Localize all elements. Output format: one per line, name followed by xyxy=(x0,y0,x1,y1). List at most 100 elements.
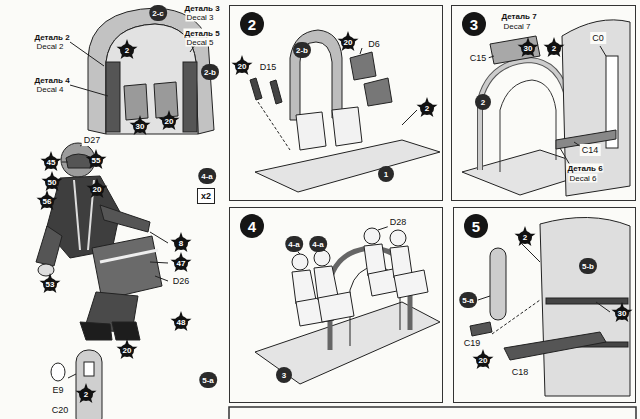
paint-star: 48 xyxy=(170,311,192,333)
drawing-part xyxy=(402,110,417,125)
drawing-part xyxy=(150,262,168,263)
decal-label: Деталь 2 xyxy=(33,33,70,42)
decal-label: Деталь 3 xyxy=(183,4,220,13)
part-number: 5-a xyxy=(459,292,477,308)
paint-star: 2 xyxy=(543,37,565,59)
decal-label: Деталь 7 xyxy=(500,12,537,21)
drawing-part xyxy=(51,363,65,381)
part-label: D15 xyxy=(258,61,279,73)
drawing-part xyxy=(70,42,104,66)
drawing-part xyxy=(112,322,140,340)
drawing-part xyxy=(258,102,290,150)
drawing-part xyxy=(364,78,392,106)
step-number: 2 xyxy=(240,12,264,36)
decal-label: Decal 2 xyxy=(35,42,64,51)
drawing-group xyxy=(292,228,428,326)
drawing-part xyxy=(470,322,492,336)
drawing-part xyxy=(92,236,162,300)
drawing-part xyxy=(390,230,406,246)
drawing-part xyxy=(106,24,198,134)
paint-star: 20 xyxy=(86,178,108,200)
decal-label: Decal 4 xyxy=(35,85,64,94)
drawing-part xyxy=(100,205,150,232)
decal-label: Decal 6 xyxy=(568,174,597,183)
drawing-part xyxy=(314,250,330,266)
drawing-part xyxy=(500,80,556,172)
decal-label: Decal 3 xyxy=(185,13,214,22)
drawing-part xyxy=(84,362,94,376)
step-panel: 5 xyxy=(453,207,636,403)
step-number: 4 xyxy=(240,214,264,238)
drawing-part xyxy=(229,407,636,419)
drawing-part xyxy=(504,332,606,360)
paint-star: 2 xyxy=(416,97,438,119)
part-label: C18 xyxy=(510,366,531,378)
paint-star: 20 xyxy=(231,55,253,77)
drawing-part xyxy=(155,276,168,281)
drawing-part xyxy=(80,322,112,340)
part-number: 4-a xyxy=(285,236,303,252)
part-number: 1 xyxy=(378,166,394,182)
part-label: C20 xyxy=(50,404,71,416)
part-number: 4-a xyxy=(309,236,327,252)
drawing-group xyxy=(36,8,636,419)
drawing-part xyxy=(332,107,362,146)
drawing-part xyxy=(68,374,76,378)
part-label: D6 xyxy=(366,38,382,50)
part-label: C0 xyxy=(590,32,606,44)
drawing-part xyxy=(394,270,428,298)
drawing-part xyxy=(562,20,630,196)
decal-label: Деталь 4 xyxy=(33,76,70,85)
quantity-box: x2 xyxy=(197,188,215,204)
drawing-part xyxy=(480,60,568,170)
paint-star: 2 xyxy=(75,383,97,405)
drawing-part xyxy=(150,232,168,243)
drawing-part xyxy=(490,248,506,320)
drawing-part xyxy=(76,350,102,419)
step-number: 5 xyxy=(464,214,488,238)
drawing-part xyxy=(296,112,326,150)
drawing-part xyxy=(290,30,342,120)
paint-star: 30 xyxy=(129,115,151,137)
paint-star: 56 xyxy=(36,190,58,212)
drawing-part xyxy=(183,62,197,132)
drawing-part xyxy=(560,148,570,165)
part-number: 2-c xyxy=(149,5,167,21)
part-number: 2-b xyxy=(293,42,311,58)
drawing-part xyxy=(100,250,158,262)
decal-label: Деталь 6 xyxy=(566,164,603,173)
drawing-part xyxy=(480,60,568,170)
part-label: C15 xyxy=(468,52,489,64)
drawing-part xyxy=(292,254,308,270)
part-label: E9 xyxy=(50,384,65,396)
decal-label: Decal 5 xyxy=(185,38,214,47)
drawing-part xyxy=(478,296,490,300)
drawing-part xyxy=(488,56,494,58)
part-number: 5-a xyxy=(199,372,217,388)
paint-star: 45 xyxy=(40,151,62,173)
part-label: C14 xyxy=(580,144,601,156)
paint-star: 20 xyxy=(472,349,494,371)
part-number: 2 xyxy=(475,94,491,110)
step-panel: 2 xyxy=(229,5,443,201)
drawing-part xyxy=(298,252,300,254)
decal-label: Decal 7 xyxy=(502,22,531,31)
drawing-part xyxy=(36,226,62,266)
paint-star: 53 xyxy=(39,273,61,295)
drawing-part xyxy=(88,8,214,134)
part-number: 4-a xyxy=(198,168,216,184)
drawing-part xyxy=(255,140,440,192)
drawing-part xyxy=(350,52,376,80)
drawing-part xyxy=(360,48,362,54)
paint-star: 20 xyxy=(158,110,180,132)
part-label: D28 xyxy=(388,216,409,228)
drawing-part xyxy=(250,78,262,100)
step-panel: 4 xyxy=(229,207,443,403)
drawing-part xyxy=(270,80,282,104)
drawing-part xyxy=(62,162,68,163)
paint-star: 2 xyxy=(514,226,536,248)
part-label: D27 xyxy=(82,134,103,146)
paint-star: 30 xyxy=(611,302,633,324)
